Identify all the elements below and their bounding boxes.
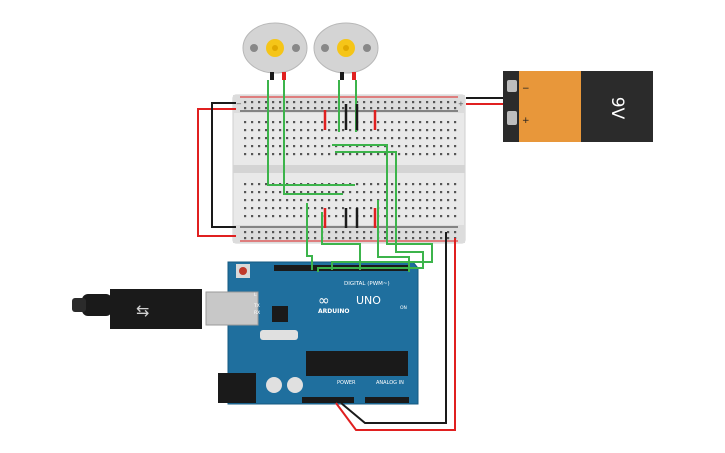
wire-control-1	[331, 144, 433, 270]
wire-left-black-loop	[211, 102, 236, 228]
wires	[197, 80, 503, 431]
usb-symbol-icon: ⇆	[136, 301, 149, 320]
wire-control-3	[306, 203, 313, 270]
usb-port	[205, 291, 259, 326]
battery-9v[interactable]: − + 9V	[503, 71, 653, 142]
brand-label: ARDUINO	[318, 308, 349, 315]
breadboard[interactable]: − +	[232, 94, 466, 244]
tx-label: TX	[253, 303, 260, 309]
digital-header-label: DIGITAL (PWM~)	[344, 281, 390, 287]
wire-gnd-to-arduino	[340, 232, 447, 424]
battery-voltage-label: 9V	[607, 97, 627, 120]
capacitor-2	[287, 377, 303, 393]
atmega-chip	[306, 351, 408, 376]
power-jack	[218, 373, 256, 403]
analog-header	[365, 397, 409, 403]
usb-cable[interactable]: ⇆	[72, 289, 202, 329]
capacitor-1	[266, 377, 282, 393]
arduino-uno-board[interactable]: DIGITAL (PWM~) ∞ UNO ARDUINO L TX RX ON …	[205, 261, 419, 405]
battery-black-body	[581, 71, 653, 142]
crystal	[260, 330, 298, 340]
power-header	[302, 397, 354, 403]
on-label: ON	[400, 305, 407, 311]
wire-motor1-lead-a	[267, 80, 355, 186]
wire-control-2	[317, 151, 424, 272]
l-led-label: L	[254, 292, 257, 298]
wire-control-5	[377, 200, 410, 272]
infinity-logo-icon: ∞	[318, 293, 330, 309]
model-label: UNO	[356, 294, 381, 307]
dc-motor-2[interactable]	[313, 22, 379, 80]
wire-vin-to-arduino	[335, 238, 456, 431]
bottom-power-rail	[233, 225, 465, 243]
rail-plus-label: +	[458, 100, 464, 108]
wire-control-4	[321, 212, 361, 270]
rail-minus-label: −	[236, 100, 242, 108]
dc-motor-1[interactable]	[242, 22, 308, 80]
breadboard-center-channel	[233, 165, 465, 173]
battery-pos-label: +	[522, 116, 530, 126]
usb-chip	[272, 306, 288, 322]
breadboard-holes	[244, 101, 457, 240]
rx-label: RX	[254, 310, 260, 316]
wire-left-red-loop	[197, 108, 236, 237]
battery-neg-label: −	[522, 84, 530, 94]
battery-orange-body	[519, 71, 581, 142]
wire-motor1-lead-b	[283, 80, 343, 195]
analog-header-label: ANALOG IN	[376, 380, 404, 386]
power-header-label: POWER	[337, 380, 356, 386]
